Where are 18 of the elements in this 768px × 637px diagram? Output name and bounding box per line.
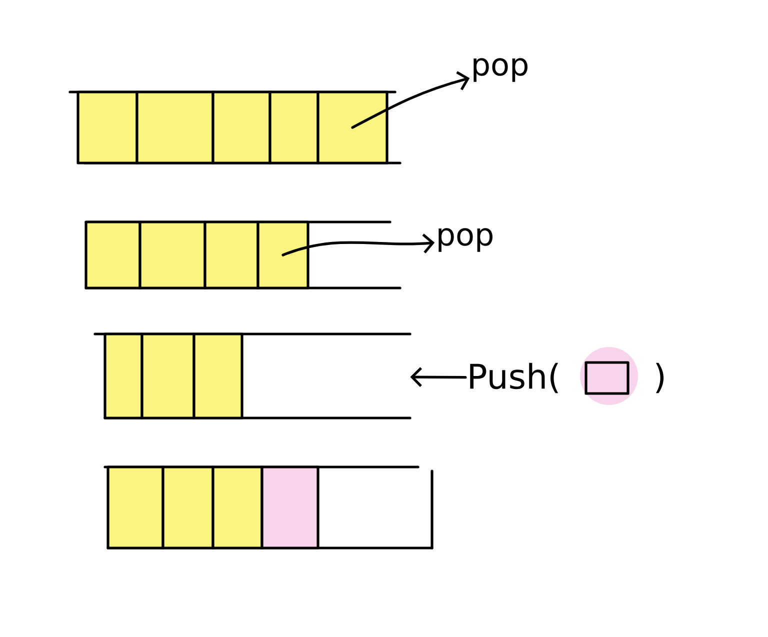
stack-slot (192, 332, 244, 420)
stack-slot (106, 466, 164, 550)
stack-slot (138, 220, 206, 290)
operation-label: pop (474, 58, 528, 82)
arrow (410, 367, 467, 387)
stack-slot (260, 466, 320, 550)
stack-slot (212, 466, 264, 550)
stack-slot (162, 466, 214, 550)
function-call-label: Push( ) (470, 362, 664, 394)
stack-slot (84, 220, 142, 290)
stack-slot (256, 220, 310, 290)
stack-slot (204, 220, 260, 290)
curved-arrow (282, 234, 435, 256)
operation-label: pop (438, 228, 492, 252)
curved-arrow (351, 71, 470, 129)
element-square (584, 361, 630, 395)
stack-slot (104, 332, 144, 420)
stack-slot (140, 332, 196, 420)
